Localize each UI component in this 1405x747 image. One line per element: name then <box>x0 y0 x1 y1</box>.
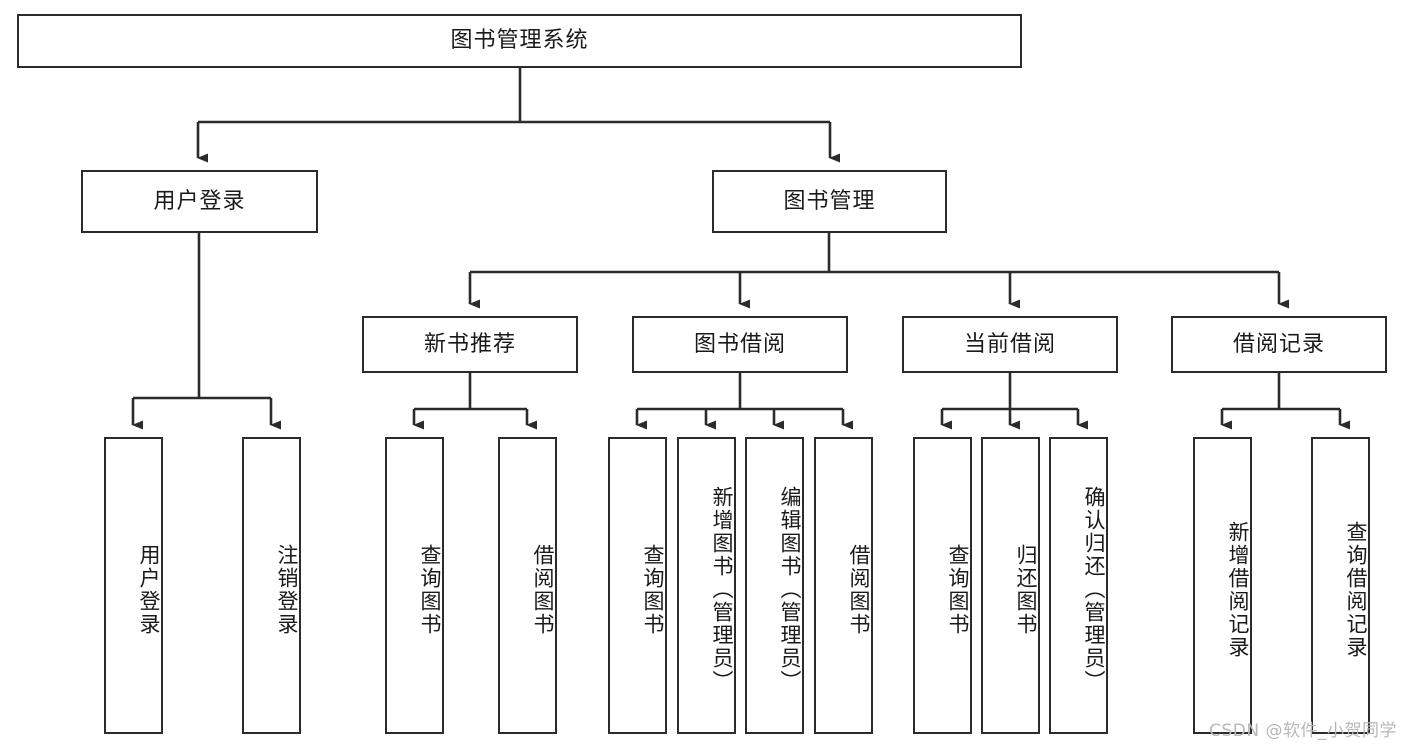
node-current-borrow-label: 当前借阅 <box>963 331 1056 357</box>
leaf-borrow-add-book-admin-label: 新增图书（管理员） <box>710 486 734 693</box>
leaf-record-query-record-label: 查询借阅记录 <box>1344 520 1368 659</box>
leaf-current-return-book[interactable]: 归还图书 <box>981 437 1040 734</box>
leaf-user-login-login[interactable]: 用户登录 <box>104 437 163 734</box>
leaf-current-confirm-return-admin-label: 确认归还（管理员） <box>1082 486 1106 693</box>
node-new-book-recommend[interactable]: 新书推荐 <box>362 316 578 373</box>
leaf-user-login-login-label: 用户登录 <box>137 543 161 636</box>
leaf-borrow-edit-book-admin[interactable]: 编辑图书（管理员） <box>745 437 804 734</box>
leaf-current-confirm-return-admin[interactable]: 确认归还（管理员） <box>1049 437 1108 734</box>
node-book-borrow-label: 图书借阅 <box>693 331 786 357</box>
watermark-text: CSDN @软件_小贺同学 <box>1209 721 1397 741</box>
node-book-management[interactable]: 图书管理 <box>712 170 947 233</box>
leaf-new-book-borrow-label: 借阅图书 <box>531 543 555 636</box>
node-book-management-label: 图书管理 <box>783 188 876 214</box>
leaf-borrow-query-book-label: 查询图书 <box>641 543 665 636</box>
leaf-record-add-record[interactable]: 新增借阅记录 <box>1193 437 1252 734</box>
leaf-borrow-borrow-book[interactable]: 借阅图书 <box>814 437 873 734</box>
node-user-login-label: 用户登录 <box>153 188 246 214</box>
leaf-current-return-book-label: 归还图书 <box>1014 543 1038 636</box>
node-user-login[interactable]: 用户登录 <box>81 170 318 233</box>
leaf-new-book-query-label: 查询图书 <box>418 543 442 636</box>
node-root-label: 图书管理系统 <box>450 28 589 54</box>
node-current-borrow[interactable]: 当前借阅 <box>902 316 1118 373</box>
leaf-new-book-borrow[interactable]: 借阅图书 <box>498 437 557 734</box>
leaf-record-add-record-label: 新增借阅记录 <box>1226 520 1250 659</box>
leaf-current-query-book-label: 查询图书 <box>946 543 970 636</box>
leaf-user-login-logout[interactable]: 注销登录 <box>242 437 301 734</box>
leaf-borrow-add-book-admin[interactable]: 新增图书（管理员） <box>677 437 736 734</box>
node-book-borrow[interactable]: 图书借阅 <box>632 316 848 373</box>
leaf-new-book-query[interactable]: 查询图书 <box>385 437 444 734</box>
node-borrow-record[interactable]: 借阅记录 <box>1171 316 1387 373</box>
leaf-current-query-book[interactable]: 查询图书 <box>913 437 972 734</box>
leaf-borrow-query-book[interactable]: 查询图书 <box>608 437 667 734</box>
leaf-borrow-edit-book-admin-label: 编辑图书（管理员） <box>778 486 802 693</box>
leaf-record-query-record[interactable]: 查询借阅记录 <box>1311 437 1370 734</box>
node-root-book-management-system[interactable]: 图书管理系统 <box>17 14 1022 68</box>
leaf-user-login-logout-label: 注销登录 <box>275 543 299 636</box>
node-new-book-recommend-label: 新书推荐 <box>423 331 516 357</box>
node-borrow-record-label: 借阅记录 <box>1232 331 1325 357</box>
leaf-borrow-borrow-book-label: 借阅图书 <box>847 543 871 636</box>
